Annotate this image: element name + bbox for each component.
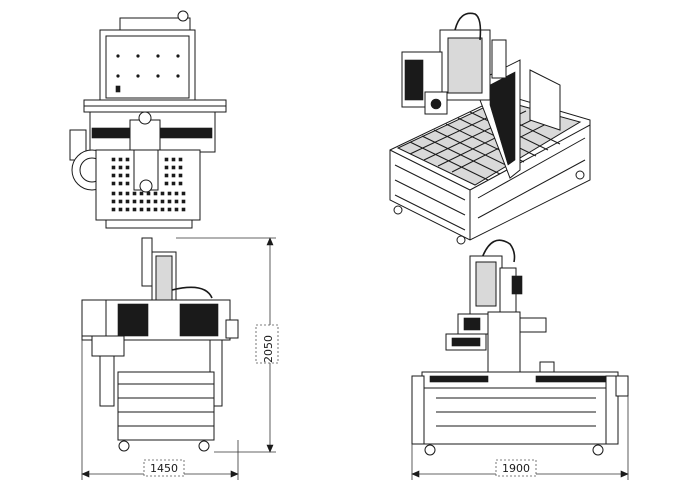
side-width-dimension-label: 1900 bbox=[502, 462, 530, 475]
top-view bbox=[69, 10, 227, 229]
front-width-dimension-label: 1450 bbox=[150, 462, 178, 475]
height-dimension: 2050 bbox=[176, 237, 279, 453]
height-dimension-label: 2050 bbox=[262, 335, 275, 363]
side-view bbox=[411, 239, 629, 456]
front-view bbox=[81, 237, 239, 452]
front-width-dimension: 1450 bbox=[81, 340, 239, 480]
isometric-view bbox=[389, 12, 591, 245]
side-width-dimension: 1900 bbox=[411, 396, 629, 480]
